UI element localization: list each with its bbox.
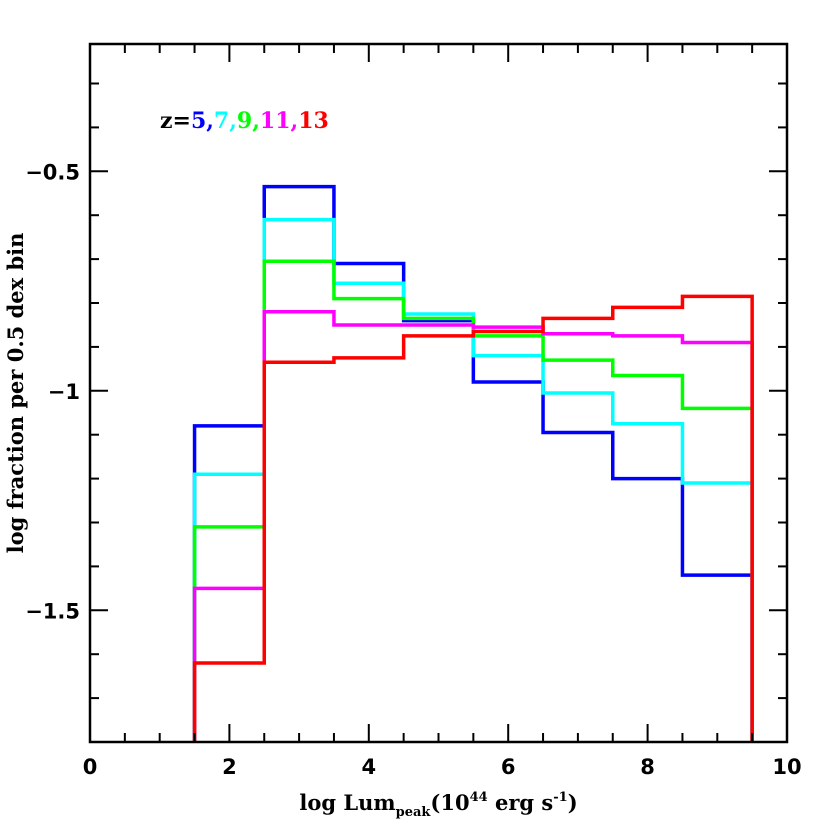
y-axis-label: log fraction per 0.5 dex bin — [3, 233, 28, 554]
plot-frame — [88, 42, 789, 744]
legend-entry: , — [252, 108, 260, 134]
legend-entry: 9 — [237, 108, 252, 134]
legend: z=5,7,9,11,13 — [160, 108, 329, 134]
x-tick-label: 8 — [640, 755, 655, 779]
legend-text: z=5,7,9,11,13 — [160, 108, 329, 134]
y-tick-label: −1 — [48, 380, 80, 404]
y-tick-label: −1.5 — [25, 599, 80, 623]
x-tick-label: 4 — [361, 755, 376, 779]
x-axis-label-part: (10 — [430, 790, 469, 815]
legend-prefix: z= — [160, 108, 191, 134]
x-tick-label: 6 — [501, 755, 516, 779]
legend-entry: , — [291, 108, 299, 134]
x-axis-label-part: 44 — [470, 790, 488, 805]
y-tick-label: −0.5 — [25, 160, 80, 184]
legend-entry: 7 — [214, 108, 229, 134]
x-tick-label: 2 — [222, 755, 237, 779]
x-axis-label-part: erg s — [488, 790, 554, 815]
axes-layer: 0 2 4 6 8 10 −0.5 −1 −1.5 — [25, 44, 802, 779]
x-axis-label: log Lumpeak(1044 erg s-1) — [299, 790, 577, 820]
x-tick-label: 10 — [772, 755, 801, 779]
legend-entry: , — [206, 108, 214, 134]
legend-entry: 13 — [298, 108, 329, 134]
legend-entry: , — [229, 108, 237, 134]
x-axis-label-part: ) — [568, 790, 578, 815]
series-z13-step-line — [192, 294, 754, 742]
x-axis-label-part: peak — [396, 805, 432, 820]
x-tick-label: 0 — [83, 755, 98, 779]
x-axis-label-part: log Lum — [299, 790, 395, 815]
series-layer — [192, 184, 754, 742]
legend-entry: 5 — [191, 108, 206, 134]
x-axis-label-part: -1 — [553, 790, 567, 805]
legend-entry: 11 — [260, 108, 291, 134]
